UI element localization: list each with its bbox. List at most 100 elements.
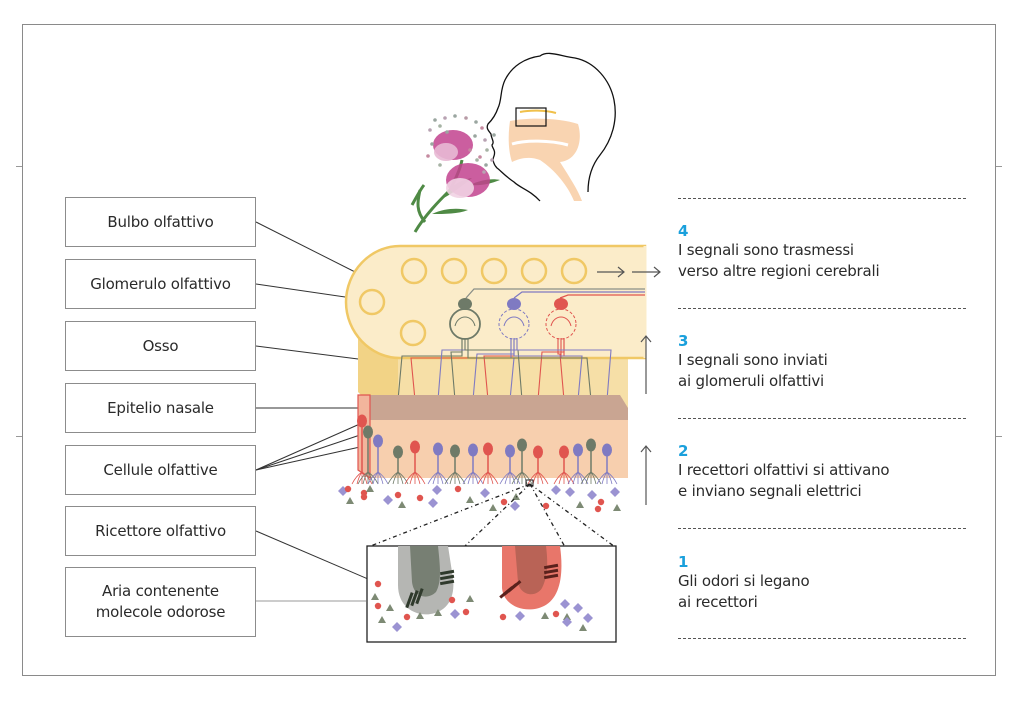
cilia <box>372 471 379 485</box>
cilia <box>521 471 533 485</box>
label-text: Epitelio nasale <box>107 398 214 417</box>
scent-particle <box>468 148 472 152</box>
zoom-lines <box>367 483 616 548</box>
scent-particle <box>480 126 484 130</box>
scent-particle <box>475 158 479 162</box>
scent-particle <box>483 138 487 142</box>
scent-particle <box>445 130 449 134</box>
olfactory-cell-body <box>533 445 543 459</box>
label-text: Glomerulo olfattivo <box>90 274 231 293</box>
molecule-diamond <box>565 487 575 497</box>
cilia <box>606 471 618 485</box>
figure-frame <box>22 24 996 676</box>
label-text: Ricettore olfattivo <box>95 521 226 540</box>
divider <box>678 638 966 639</box>
molecule-diamond <box>383 495 393 505</box>
step-text-line2: ai glomeruli olfattivi <box>678 372 825 390</box>
arrow-up-icon <box>640 335 652 394</box>
molecule-diamond <box>432 485 442 495</box>
olfactory-cell-body <box>559 445 569 459</box>
cilia <box>590 471 602 485</box>
molecule-circle <box>344 485 352 493</box>
label-ricettore-olfattivo: Ricettore olfattivo <box>65 506 256 556</box>
step-text-line2: e inviano segnali elettrici <box>678 482 862 500</box>
cilia <box>362 471 369 485</box>
cilia <box>601 471 608 485</box>
cilia <box>516 471 523 485</box>
cilia <box>367 471 379 485</box>
molecule-triangle <box>434 609 442 616</box>
olfactory-neurons <box>351 414 618 485</box>
olfactory-cell-body <box>357 414 367 428</box>
label-glomerulo-olfattivo: Glomerulo olfattivo <box>65 259 256 309</box>
cilia <box>361 471 373 485</box>
molecule-circle <box>552 610 560 618</box>
cilia <box>572 471 579 485</box>
scent-particle <box>438 124 442 128</box>
molecule-circle <box>499 613 507 621</box>
molecule-triangle <box>541 612 549 619</box>
nasal-epithelium <box>357 394 628 480</box>
scent-particle <box>492 133 496 137</box>
scent-particle <box>474 120 478 124</box>
molecule-circle <box>394 491 402 499</box>
label-aria-molecole: Aria contenente molecole odorose <box>65 567 256 637</box>
step-text-line2: verso altre regioni cerebrali <box>678 262 880 280</box>
olfactory-cell-body <box>505 444 515 458</box>
step-text-line2: ai recettori <box>678 593 758 611</box>
olfactory-cell-body <box>450 444 460 458</box>
molecule-triangle <box>416 612 424 619</box>
cilia <box>432 471 439 485</box>
molecule-triangle <box>386 604 394 611</box>
scent-particle <box>426 154 430 158</box>
label-cellule-olfattive: Cellule olfattive <box>65 445 256 495</box>
scent-particle <box>490 158 494 162</box>
molecule-triangle <box>579 624 587 631</box>
molecule-triangle <box>366 485 374 492</box>
olfactory-cell-body <box>517 438 527 452</box>
divider <box>678 418 966 419</box>
cilia <box>356 471 363 485</box>
cilia <box>414 471 426 485</box>
cilia <box>509 471 521 485</box>
label-epitelio-nasale: Epitelio nasale <box>65 383 256 433</box>
molecule-circle <box>374 580 382 588</box>
divider <box>678 198 966 199</box>
olfactory-bulb <box>344 244 647 360</box>
label-bulbo-olfattivo: Bulbo olfattivo <box>65 197 256 247</box>
molecule-circle <box>403 613 411 621</box>
step-number: 4 <box>678 222 689 240</box>
molecule-diamond <box>610 487 620 497</box>
frame-tick <box>996 166 1002 167</box>
label-text: Cellule olfattive <box>103 460 218 479</box>
molecule-diamond <box>392 622 402 632</box>
step-number: 1 <box>678 553 689 571</box>
frame-tick <box>996 436 1002 437</box>
scent-particles <box>426 114 496 174</box>
flower <box>410 130 500 233</box>
label-text-line2: molecole odorose <box>95 603 226 621</box>
molecule-triangle <box>378 616 386 623</box>
cilia <box>377 471 389 485</box>
molecule-diamond <box>515 611 525 621</box>
cilia <box>585 471 592 485</box>
divider <box>678 308 966 309</box>
molecule-circle <box>597 498 605 506</box>
label-osso: Osso <box>65 321 256 371</box>
receptor-inset <box>366 545 617 643</box>
olfactory-cell-body <box>586 438 596 452</box>
step-1: 1 Gli odori si legano ai recettori <box>678 553 968 613</box>
arrow-right-icon <box>632 266 661 278</box>
molecule-triangle <box>613 504 621 511</box>
molecule-diamond <box>510 501 520 511</box>
molecule-triangle <box>371 593 379 600</box>
cilia <box>437 471 449 485</box>
scent-particle <box>478 155 482 159</box>
molecule-diamond <box>583 613 593 623</box>
step-3: 3 I segnali sono inviati ai glomeruli ol… <box>678 332 968 392</box>
scent-particle <box>438 163 442 167</box>
step-number: 3 <box>678 332 689 350</box>
step-2: 2 I recettori olfattivi si attivano e in… <box>678 442 968 502</box>
step-text-line1: Gli odori si legano <box>678 572 810 590</box>
